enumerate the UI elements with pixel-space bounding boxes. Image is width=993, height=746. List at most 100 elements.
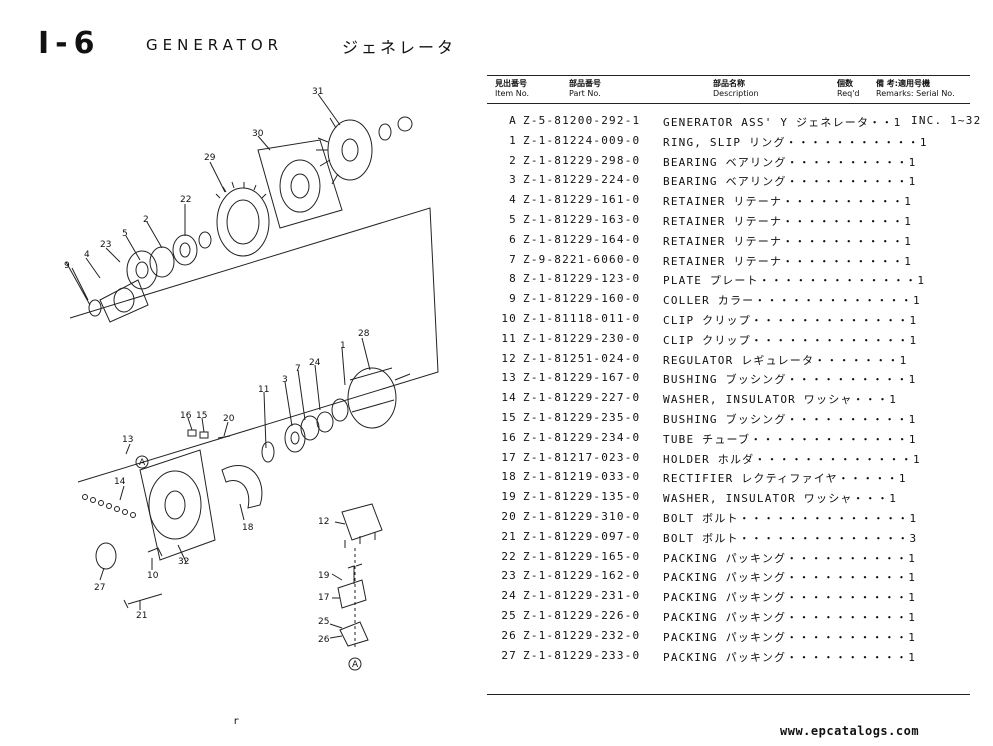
part-no-cell: Z-1-81229-161-0 bbox=[523, 193, 641, 207]
part-no-cell: Z-9-8221-6060-0 bbox=[523, 252, 641, 266]
description-cell: BOLT ボルト・・・・・・・・・・・・・・1 bbox=[663, 511, 918, 525]
callout-31: 31 bbox=[312, 87, 323, 97]
callout-23: 23 bbox=[100, 240, 111, 250]
part-no-cell: Z-1-81229-227-0 bbox=[523, 391, 641, 405]
callout-22: 22 bbox=[180, 195, 191, 205]
part-no-cell: Z-1-81251-024-0 bbox=[523, 351, 641, 365]
fan-part bbox=[316, 117, 373, 185]
part-no-cell: Z-1-81229-164-0 bbox=[523, 232, 641, 246]
description-cell: PACKING パッキング・・・・・・・・・・1 bbox=[663, 650, 917, 664]
bolt-part bbox=[123, 593, 163, 609]
description-cell: PACKING パッキング・・・・・・・・・・1 bbox=[663, 610, 917, 624]
page-mark: r bbox=[233, 716, 240, 727]
description-cell: CLIP クリップ・・・・・・・・・・・・・1 bbox=[663, 313, 918, 327]
part-no-cell: Z-1-81229-135-0 bbox=[523, 490, 641, 504]
part-no-cell: Z-1-81217-023-0 bbox=[523, 450, 641, 464]
rectifier-part bbox=[221, 464, 263, 509]
callout-19: 19 bbox=[318, 571, 330, 581]
part-no-cell: Z-1-81224-009-0 bbox=[523, 133, 641, 147]
watermark-url: www.epcatalogs.com bbox=[780, 724, 920, 738]
callout-26: 26 bbox=[318, 635, 330, 645]
description-cell: PLATE プレート・・・・・・・・・・・・・1 bbox=[663, 274, 926, 288]
col-part-no-jp: 部品番号 bbox=[569, 79, 601, 88]
front-housing bbox=[257, 139, 343, 229]
callout-27: 27 bbox=[94, 583, 105, 593]
description-cell: RING, SLIP リング・・・・・・・・・・・1 bbox=[663, 135, 928, 149]
item-no-cell: 19 bbox=[501, 490, 517, 504]
col-reqd-en: Req'd bbox=[837, 89, 860, 98]
item-no-cell: 18 bbox=[501, 470, 517, 484]
brush-holder-part bbox=[337, 563, 367, 609]
col-part-no: 部品番号 Part No. bbox=[569, 79, 601, 99]
description-cell: RETAINER リテーナ・・・・・・・・・・1 bbox=[663, 234, 913, 248]
description-cell: RETAINER リテーナ・・・・・・・・・・1 bbox=[663, 195, 913, 209]
item-no-cell: 1 bbox=[509, 133, 517, 147]
callout-17: 17 bbox=[318, 593, 329, 603]
part-no-cell: Z-5-81200-292-1 bbox=[523, 114, 641, 127]
part-no-cell: Z-1-81229-230-0 bbox=[523, 331, 641, 345]
description-cell: RETAINER リテーナ・・・・・・・・・・1 bbox=[663, 214, 913, 228]
col-description-jp: 部品名称 bbox=[713, 79, 745, 88]
description-cell: HOLDER ホルダ・・・・・・・・・・・・・1 bbox=[663, 452, 921, 466]
plate-part-26 bbox=[339, 621, 369, 647]
table-header: 見出番号 Item No. 部品番号 Part No. 部品名称 Descrip… bbox=[487, 77, 970, 104]
part-no-cell: Z-1-81229-235-0 bbox=[523, 410, 641, 424]
item-no-cell: 27 bbox=[501, 648, 517, 662]
item-no-cell: 21 bbox=[501, 529, 517, 543]
part-no-cell: Z-1-81229-226-0 bbox=[523, 608, 641, 622]
callout-29: 29 bbox=[204, 153, 216, 163]
callout-10: 10 bbox=[147, 571, 159, 581]
packing-ring bbox=[95, 542, 117, 570]
callout-18: 18 bbox=[242, 523, 254, 533]
callout-14: 14 bbox=[114, 477, 126, 487]
description-cell: PACKING パッキング・・・・・・・・・・1 bbox=[663, 571, 917, 585]
item-no-cell: 8 bbox=[509, 272, 517, 286]
item-no-cell: 24 bbox=[501, 589, 517, 603]
col-remarks: 備 考:適用号機 Remarks: Serial No. bbox=[876, 79, 955, 99]
part-no-cell: Z-1-81229-233-0 bbox=[523, 648, 641, 662]
item-no-cell: 2 bbox=[509, 153, 517, 167]
description-cell: REGULATOR レギュレータ・・・・・・・1 bbox=[663, 353, 908, 367]
callout-4: 4 bbox=[84, 250, 90, 260]
callout-20: 20 bbox=[223, 414, 235, 424]
table-bottom-rule bbox=[487, 694, 970, 695]
item-no-cell: 15 bbox=[501, 410, 517, 424]
callout-13: 13 bbox=[122, 435, 133, 445]
upper-guide-frame bbox=[69, 207, 439, 483]
description-cell: BOLT ボルト・・・・・・・・・・・・・・3 bbox=[663, 531, 918, 545]
part-no-cell: Z-1-81118-011-0 bbox=[523, 311, 641, 325]
callout-A-lower: A bbox=[352, 660, 359, 670]
callout-1: 1 bbox=[340, 341, 346, 351]
callout-16: 16 bbox=[180, 411, 192, 421]
item-no-cell: 26 bbox=[501, 628, 517, 642]
callout-21: 21 bbox=[136, 611, 147, 621]
col-remarks-en: Remarks: Serial No. bbox=[876, 89, 955, 98]
description-cell: PACKING パッキング・・・・・・・・・・1 bbox=[663, 630, 917, 644]
description-cell: WASHER, INSULATOR ワッシャ・・・1 bbox=[663, 393, 898, 407]
item-no-cell: 5 bbox=[509, 212, 517, 226]
part-no-cell: Z-1-81229-163-0 bbox=[523, 212, 641, 226]
col-item-no-en: Item No. bbox=[495, 89, 530, 98]
page-title: GENERATOR bbox=[146, 36, 284, 54]
remarks-cell: INC. 1~32 bbox=[911, 114, 982, 127]
section-number: I-6 bbox=[38, 26, 101, 61]
item-no-cell: 3 bbox=[509, 173, 517, 187]
callout-2: 2 bbox=[143, 215, 149, 225]
item-no-cell: 25 bbox=[501, 608, 517, 622]
washer-row bbox=[82, 494, 136, 518]
item-no-cell: 11 bbox=[501, 331, 517, 345]
item-no-cell: 17 bbox=[501, 450, 517, 464]
